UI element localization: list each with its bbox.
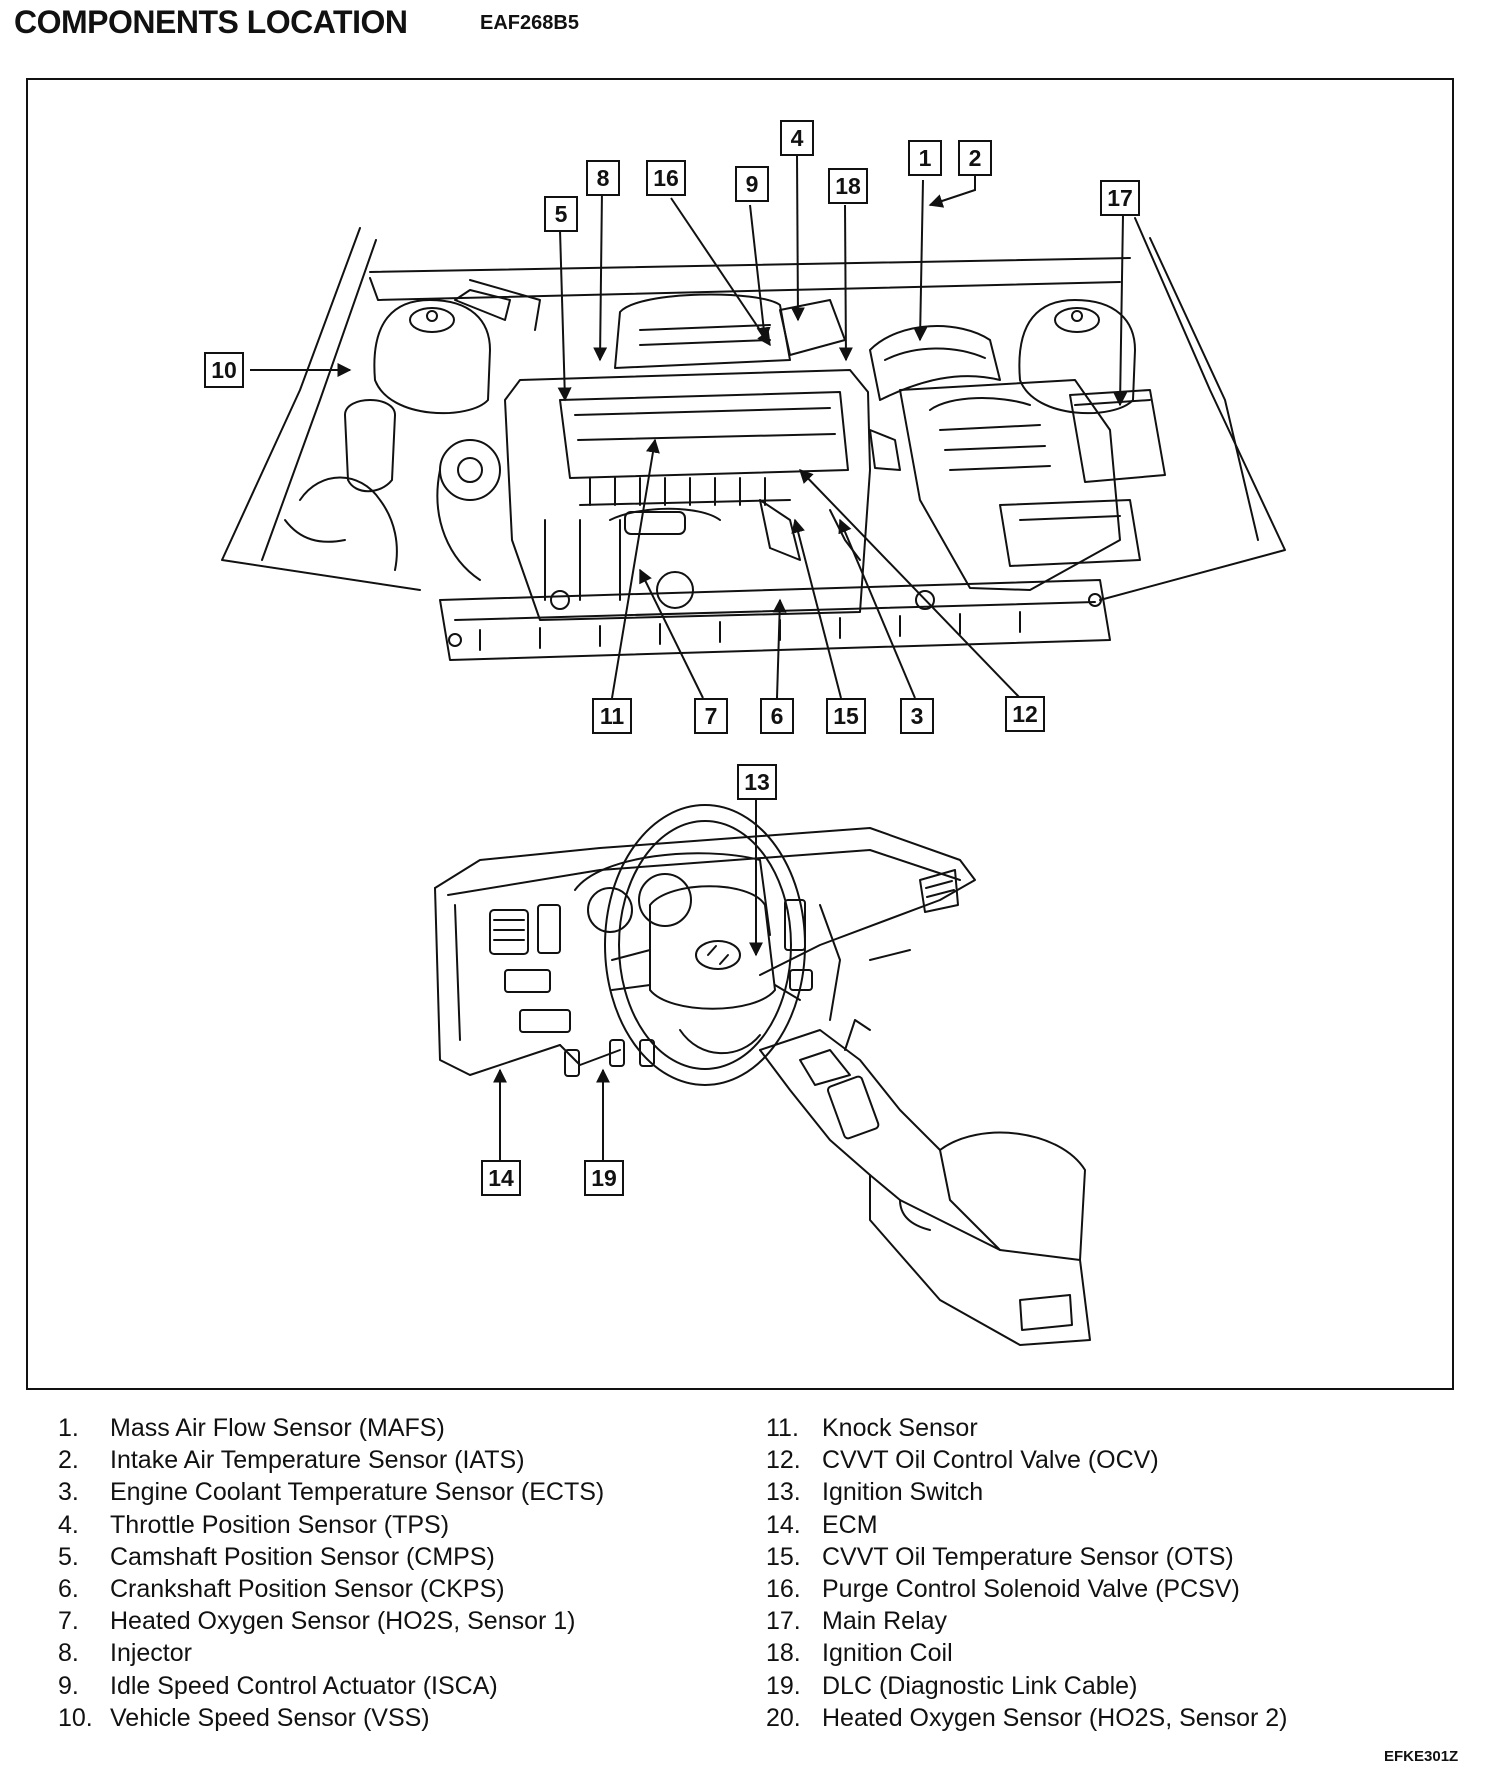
legend-item: 7. Heated Oxygen Sensor (HO2S, Sensor 1)	[58, 1605, 738, 1637]
legend-item: 4. Throttle Position Sensor (TPS)	[58, 1509, 738, 1541]
legend-item: 11. Knock Sensor	[766, 1412, 1466, 1444]
legend-num: 6.	[58, 1575, 79, 1604]
legend-num: 9.	[58, 1671, 79, 1700]
legend-item: 18. Ignition Coil	[766, 1637, 1466, 1669]
legend-text: Ignition Coil	[822, 1639, 953, 1668]
legend-num: 14.	[766, 1510, 801, 1539]
legend-item: 9. Idle Speed Control Actuator (ISCA)	[58, 1670, 738, 1702]
legend-text: DLC (Diagnostic Link Cable)	[822, 1671, 1138, 1700]
legend-num: 15.	[766, 1542, 801, 1571]
section-code: EAF268B5	[480, 12, 579, 34]
legend-item: 6. Crankshaft Position Sensor (CKPS)	[58, 1573, 738, 1605]
legend-text: Knock Sensor	[822, 1414, 978, 1442]
legend-item: 20. Heated Oxygen Sensor (HO2S, Sensor 2)	[766, 1702, 1466, 1734]
legend-text: Vehicle Speed Sensor (VSS)	[110, 1703, 430, 1732]
page-title: COMPONENTS LOCATION	[14, 4, 408, 40]
callout-1[interactable]: 1	[908, 140, 942, 176]
legend-item: 13. Ignition Switch	[766, 1476, 1466, 1508]
legend-text: CVVT Oil Temperature Sensor (OTS)	[822, 1542, 1234, 1571]
engine-bay-drawing	[221, 217, 1286, 661]
legend-item: 2. Intake Air Temperature Sensor (IATS)	[58, 1444, 738, 1476]
legend-text: Idle Speed Control Actuator (ISCA)	[110, 1671, 498, 1700]
legend-left: 1. Mass Air Flow Sensor (MAFS) 2. Intake A…	[58, 1412, 738, 1734]
callout-2[interactable]: 2	[958, 140, 992, 176]
legend-item: 3. Engine Coolant Temperature Sensor (ECT…	[58, 1476, 738, 1508]
legend-num: 1.	[58, 1414, 79, 1442]
legend-text: Throttle Position Sensor (TPS)	[110, 1510, 450, 1539]
legend-num: 5.	[58, 1542, 79, 1571]
legend-num: 2.	[58, 1446, 79, 1475]
legend-num: 4.	[58, 1510, 79, 1539]
dashboard-drawing	[434, 804, 1091, 1346]
legend-text: Crankshaft Position Sensor (CKPS)	[110, 1575, 505, 1604]
legend-text: Injector	[110, 1639, 192, 1668]
legend-text: ECM	[822, 1510, 878, 1539]
legend-item: 5. Camshaft Position Sensor (CMPS)	[58, 1541, 738, 1573]
legend-text: Camshaft Position Sensor (CMPS)	[110, 1542, 495, 1571]
legend-text: Heated Oxygen Sensor (HO2S, Sensor 1)	[110, 1607, 576, 1636]
callout-14[interactable]: 14	[481, 1160, 521, 1196]
legend-num: 12.	[766, 1446, 801, 1475]
callout-9[interactable]: 9	[735, 166, 769, 202]
callout-18[interactable]: 18	[828, 168, 868, 204]
legend-num: 13.	[766, 1478, 801, 1507]
legend-num: 11.	[766, 1414, 799, 1442]
legend-item: 8. Injector	[58, 1637, 738, 1669]
callout-5[interactable]: 5	[544, 196, 578, 232]
legend-item: 12. CVVT Oil Control Valve (OCV)	[766, 1444, 1466, 1476]
legend-num: 10.	[58, 1703, 93, 1732]
callout-4[interactable]: 4	[780, 120, 814, 156]
legend-right: 11. Knock Sensor 12. CVVT Oil Control Valv…	[766, 1412, 1466, 1734]
legend-text: Purge Control Solenoid Valve (PCSV)	[822, 1575, 1240, 1604]
legend-num: 16.	[766, 1575, 801, 1604]
legend-text: CVVT Oil Control Valve (OCV)	[822, 1446, 1159, 1475]
legend-item: 15. CVVT Oil Temperature Sensor (OTS)	[766, 1541, 1466, 1573]
legend-num: 8.	[58, 1639, 79, 1668]
legend-item: 10. Vehicle Speed Sensor (VSS)	[58, 1702, 738, 1734]
legend-item: 19. DLC (Diagnostic Link Cable)	[766, 1670, 1466, 1702]
legend-num: 18.	[766, 1639, 801, 1668]
legend-item: 16. Purge Control Solenoid Valve (PCSV)	[766, 1573, 1466, 1605]
legend-text: Mass Air Flow Sensor (MAFS)	[110, 1414, 445, 1442]
legend-num: 7.	[58, 1607, 79, 1636]
legend-num: 3.	[58, 1478, 79, 1507]
legend-text: Engine Coolant Temperature Sensor (ECTS)	[110, 1478, 605, 1507]
legend-text: Main Relay	[822, 1607, 948, 1636]
callout-15[interactable]: 15	[826, 698, 866, 734]
legend-item: 14. ECM	[766, 1509, 1466, 1541]
callout-19[interactable]: 19	[584, 1160, 624, 1196]
diagram-frame	[26, 78, 1454, 1390]
legend-item: 1. Mass Air Flow Sensor (MAFS)	[58, 1412, 738, 1444]
callout-12[interactable]: 12	[1005, 696, 1045, 732]
callout-6[interactable]: 6	[760, 698, 794, 734]
callout-7[interactable]: 7	[694, 698, 728, 734]
legend-text: Heated Oxygen Sensor (HO2S, Sensor 2)	[822, 1703, 1288, 1732]
leader-lines	[250, 154, 1128, 1160]
callout-17[interactable]: 17	[1100, 180, 1140, 216]
legend-text: Intake Air Temperature Sensor (IATS)	[110, 1446, 525, 1475]
legend-num: 17.	[766, 1607, 801, 1636]
callout-3[interactable]: 3	[900, 698, 934, 734]
callout-16[interactable]: 16	[646, 160, 686, 196]
figure-code: EFKE301Z	[1384, 1748, 1459, 1765]
callout-11[interactable]: 11	[592, 698, 632, 734]
callout-13[interactable]: 13	[737, 764, 777, 800]
callout-10[interactable]: 10	[204, 352, 244, 388]
legend-num: 20.	[766, 1703, 801, 1732]
callout-8[interactable]: 8	[586, 160, 620, 196]
legend-item: 17. Main Relay	[766, 1605, 1466, 1637]
legend-text: Ignition Switch	[822, 1478, 984, 1507]
legend-num: 19.	[766, 1671, 801, 1700]
